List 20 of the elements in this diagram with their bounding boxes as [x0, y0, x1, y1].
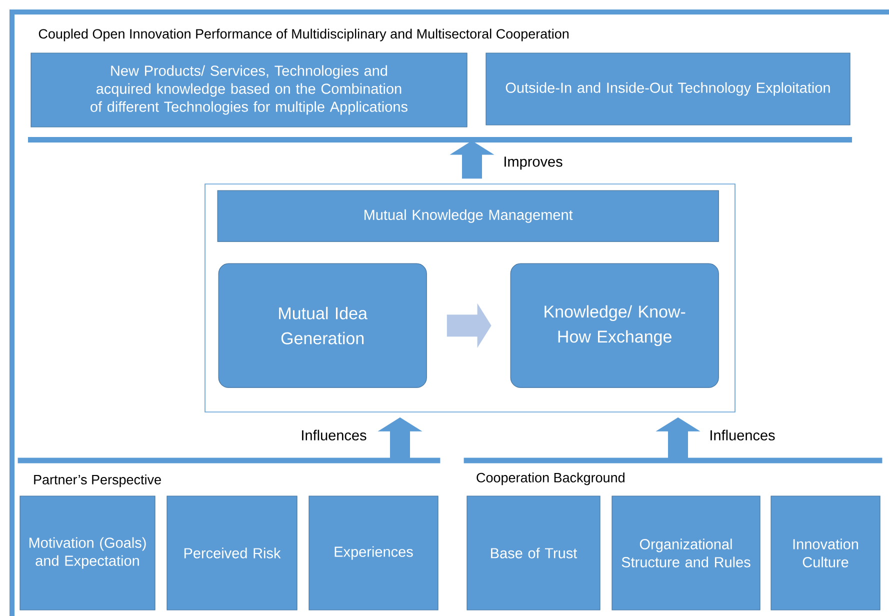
edge-label: Improves	[504, 156, 562, 170]
section-heading: Coupled Open Innovation Performance of Multidisciplinary and Multisectoral Cooperation	[38, 28, 569, 42]
process-box: Base of Trust	[466, 496, 600, 610]
process-box: Motivation (Goals) and Expectation	[20, 496, 156, 610]
edge-label: Influences	[710, 430, 775, 440]
edge-label: Influences	[302, 430, 366, 440]
process-box: Innovation Culture	[770, 496, 880, 610]
process-box: Experiences	[308, 496, 438, 610]
process-box: Perceived Risk	[166, 496, 298, 610]
process-box: Organizational Structure and Rules	[612, 496, 760, 610]
rounded-box: Mutual Idea Generation	[218, 263, 427, 388]
process-box: New Products/ Services, Technologies and acquired knowledge based on the Combination of different Technologies for multiple Applications	[30, 52, 468, 128]
process-box: Mutual Knowledge Management	[217, 190, 719, 242]
process-box: Outside-In and Inside-Out Technology Exploitation	[486, 52, 850, 126]
rounded-box: Knowledge/ Know-How Exchange	[510, 263, 719, 388]
node-label: Cooperation Background	[476, 472, 624, 486]
section-band: Partner’s Perspective	[18, 458, 440, 488]
node-label: Partner’s Perspective	[34, 474, 161, 488]
section-band: Cooperation Background	[464, 458, 882, 486]
group-frame	[204, 184, 736, 412]
